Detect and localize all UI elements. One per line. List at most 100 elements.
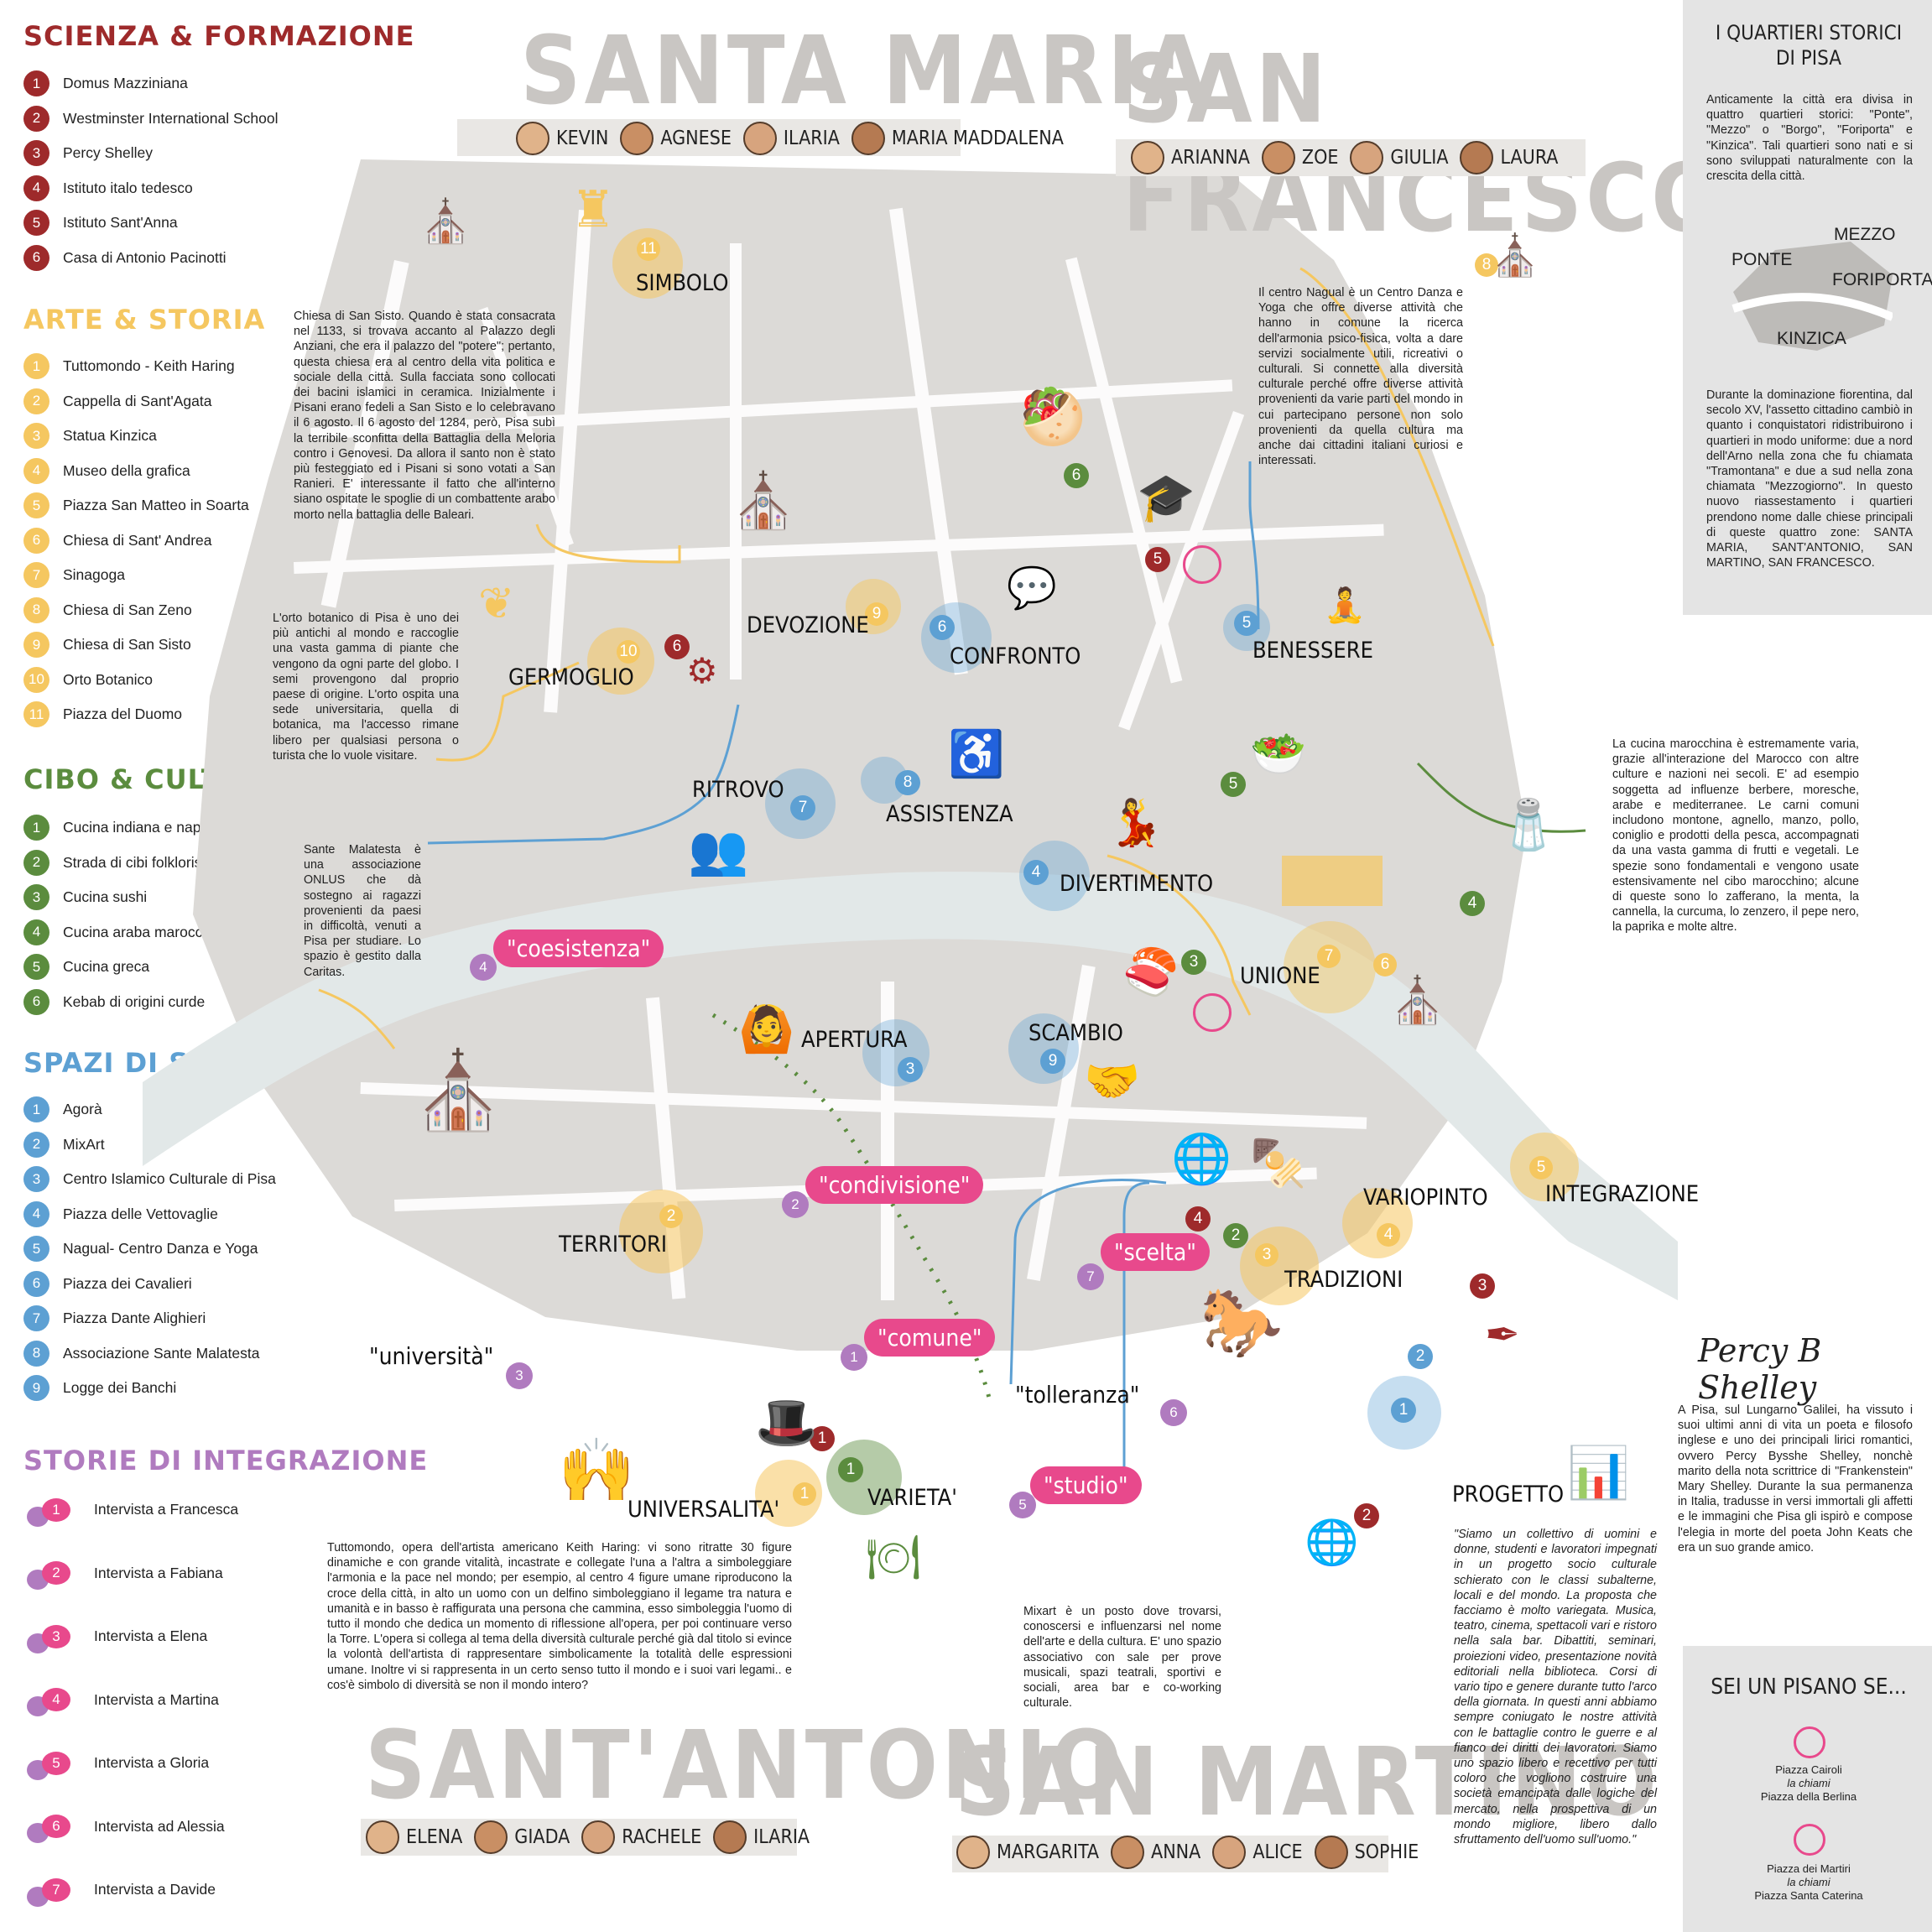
quote-condivisione[interactable]: "condivisione": [805, 1166, 984, 1204]
district-person[interactable]: ALICE: [1212, 1836, 1303, 1869]
map-badge-art-6[interactable]: 6: [1373, 953, 1397, 976]
quote-badge-4[interactable]: 4: [470, 954, 497, 981]
map-badge-food-2[interactable]: 2: [1223, 1223, 1248, 1248]
quote-scelta[interactable]: "scelta": [1101, 1233, 1210, 1271]
district-person[interactable]: GIULIA: [1350, 141, 1448, 174]
district-person[interactable]: ELENA: [366, 1820, 462, 1854]
map-badge-social-5[interactable]: 5: [1234, 611, 1259, 636]
district-person[interactable]: GIADA: [474, 1820, 570, 1854]
map-badge-food-1[interactable]: 1: [838, 1457, 863, 1482]
district-sant-antonio-title: SANT'ANTONIO: [365, 1711, 1126, 1820]
map-badge-science-3[interactable]: 3: [1470, 1273, 1495, 1299]
map-badge-social-4[interactable]: 4: [1023, 860, 1049, 885]
map-badge-art-1[interactable]: 1: [793, 1482, 816, 1506]
district-person[interactable]: MARIA MADDALENA: [851, 122, 1064, 155]
map-badge-food-3[interactable]: 3: [1181, 950, 1206, 975]
map-badge-social-1[interactable]: 1: [1391, 1398, 1416, 1423]
district-person[interactable]: AGNESE: [620, 122, 732, 155]
map-badge-art-2[interactable]: 2: [659, 1205, 683, 1228]
map-badge-social-2[interactable]: 2: [1408, 1344, 1433, 1369]
quote-studio[interactable]: "studio": [1030, 1466, 1142, 1504]
map-badge-art-4[interactable]: 4: [1377, 1223, 1400, 1247]
district-person[interactable]: ANNA: [1111, 1836, 1200, 1869]
quote-badge-7[interactable]: 7: [1077, 1263, 1104, 1290]
district-person[interactable]: SOPHIE: [1314, 1836, 1419, 1869]
quote-badge-1[interactable]: 1: [841, 1344, 867, 1371]
map-badge-art-7[interactable]: 7: [1317, 945, 1341, 968]
map-badge-food-5[interactable]: 5: [1221, 772, 1246, 797]
map-badge-food-6[interactable]: 6: [1064, 463, 1089, 488]
district-person[interactable]: ZOE: [1261, 141, 1338, 174]
quote-universita[interactable]: "università": [369, 1342, 494, 1370]
map-badge-social-7[interactable]: 7: [790, 795, 815, 820]
quote-comune[interactable]: "comune": [864, 1319, 996, 1357]
map-badge-social-6[interactable]: 6: [930, 615, 955, 640]
district-person[interactable]: KEVIN: [516, 122, 608, 155]
quote-badge-6[interactable]: 6: [1160, 1399, 1187, 1426]
quote-tolleranza[interactable]: "tolleranza": [1015, 1381, 1140, 1409]
map-badge-art-3[interactable]: 3: [1255, 1243, 1278, 1267]
halo-variopinto: [1342, 1188, 1413, 1258]
quote-coesistenza[interactable]: "coesistenza": [493, 930, 664, 967]
map-badge-social-9[interactable]: 9: [1040, 1049, 1065, 1074]
map-badge-art-9[interactable]: 9: [865, 602, 888, 626]
map-badge-social-8[interactable]: 8: [895, 770, 920, 795]
map-badge-science-4[interactable]: 4: [1185, 1206, 1211, 1232]
map-badge-art-8[interactable]: 8: [1475, 253, 1498, 277]
map-badge-science-5[interactable]: 5: [1145, 547, 1170, 572]
district-person[interactable]: RACHELE: [581, 1820, 701, 1854]
district-person[interactable]: MARGARITA: [956, 1836, 1099, 1869]
quote-badge-3[interactable]: 3: [506, 1362, 533, 1389]
district-person[interactable]: ILARIA: [713, 1820, 810, 1854]
map-badge-science-6[interactable]: 6: [664, 634, 690, 659]
map-badge-science-2[interactable]: 2: [1354, 1503, 1379, 1528]
map-badge-art-11[interactable]: 11: [637, 237, 660, 261]
map-badge-art-10[interactable]: 10: [617, 640, 640, 664]
district-person[interactable]: ILARIA: [742, 122, 840, 155]
district-person[interactable]: ARIANNA: [1131, 141, 1250, 174]
district-person[interactable]: LAURA: [1460, 141, 1558, 174]
quote-badge-5[interactable]: 5: [1009, 1492, 1036, 1518]
map-badge-science-1[interactable]: 1: [810, 1426, 835, 1451]
map-badge-food-4[interactable]: 4: [1460, 891, 1485, 916]
map-badge-social-3[interactable]: 3: [898, 1057, 923, 1082]
legend-stories-label: Intervista a Martina: [94, 1690, 219, 1708]
quote-badge-2[interactable]: 2: [782, 1191, 809, 1218]
map-badge-art-5[interactable]: 5: [1529, 1156, 1553, 1180]
text-sante-malatesta: Sante Malatesta è una associazione ONLUS…: [304, 843, 421, 979]
